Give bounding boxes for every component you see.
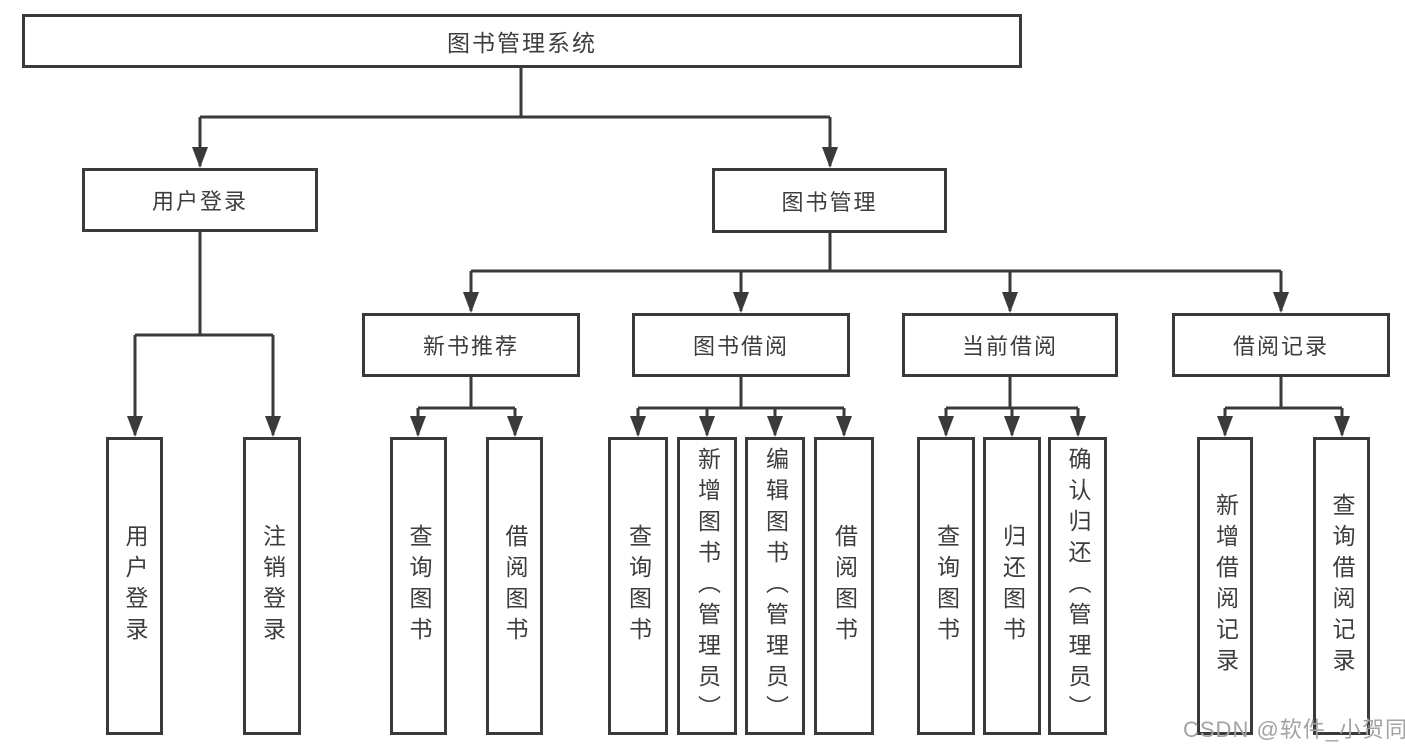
leaf-borrow-books: 借阅图书	[814, 437, 874, 735]
leaf-query-books-borrow: 查询图书	[608, 437, 668, 735]
node-library-management-system: 图书管理系统	[22, 14, 1022, 68]
leaf-query-books-current: 查询图书	[917, 437, 975, 735]
node-book-borrow: 图书借阅	[632, 313, 850, 377]
node-user-login: 用户登录	[82, 168, 318, 232]
leaf-confirm-return-admin: 确认归还（管理员）	[1048, 437, 1107, 735]
leaf-return-books: 归还图书	[983, 437, 1041, 735]
arrowhead-icons	[127, 147, 1350, 437]
node-current-borrow: 当前借阅	[902, 313, 1118, 377]
node-book-management: 图书管理	[712, 168, 947, 233]
node-new-book-recommend: 新书推荐	[362, 313, 580, 377]
node-borrow-records: 借阅记录	[1172, 313, 1390, 377]
leaf-add-books-admin: 新增图书（管理员）	[677, 437, 737, 735]
csdn-watermark: CSDN @软件_小贺同学	[1183, 717, 1405, 742]
leaf-query-books-recommend: 查询图书	[390, 437, 447, 735]
leaf-logout: 注销登录	[243, 437, 301, 735]
leaf-user-login: 用户登录	[106, 437, 163, 735]
leaf-add-borrow-record: 新增借阅记录	[1197, 437, 1253, 735]
leaf-query-borrow-record: 查询借阅记录	[1313, 437, 1370, 735]
leaf-edit-books-admin: 编辑图书（管理员）	[745, 437, 805, 735]
leaf-borrow-books-recommend: 借阅图书	[486, 437, 543, 735]
